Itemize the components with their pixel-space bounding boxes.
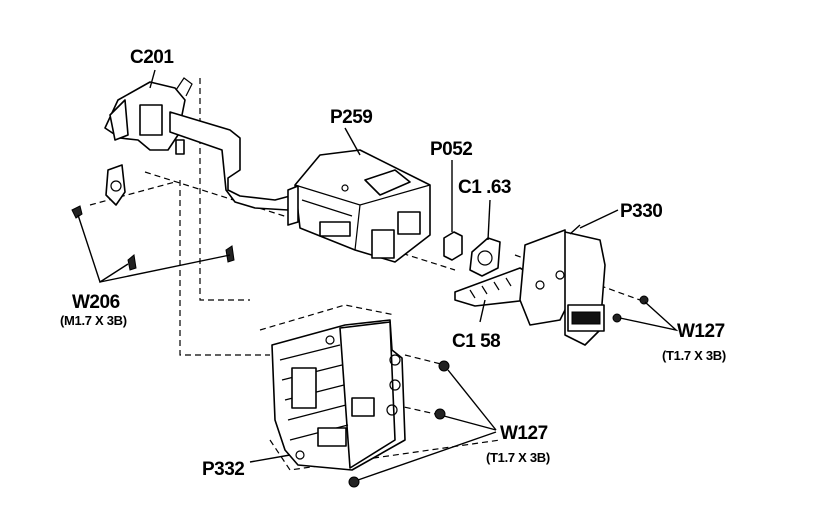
part-p052-block [443, 231, 463, 261]
label-w127-right: W127 [677, 321, 725, 342]
part-p330-board [519, 229, 606, 346]
label-c158: C1 58 [452, 331, 501, 352]
label-p332: P332 [202, 459, 245, 480]
label-c163: C1 .63 [458, 177, 511, 198]
label-w127-bottom: W127 [500, 423, 548, 444]
label-c201: C201 [130, 47, 174, 68]
screws-w206 [71, 205, 235, 271]
label-p330: P330 [620, 201, 663, 222]
label-w127-bottom-spec: (T1.7 X 3B) [486, 450, 550, 465]
label-p259: P259 [330, 107, 373, 128]
label-w206-spec: (M1.7 X 3B) [60, 313, 127, 328]
screws-w127-bottom [348, 360, 450, 488]
label-w206: W206 [72, 292, 120, 313]
part-p259-housing [287, 149, 431, 263]
leader-lines [77, 69, 679, 481]
screws-w127-right [612, 295, 649, 323]
part-p332-shield [271, 319, 406, 471]
label-p052: P052 [430, 139, 473, 160]
label-w127-right-spec: (T1.7 X 3B) [662, 348, 726, 363]
part-c163-gasket [469, 237, 501, 277]
part-c201-bracket [104, 77, 291, 211]
